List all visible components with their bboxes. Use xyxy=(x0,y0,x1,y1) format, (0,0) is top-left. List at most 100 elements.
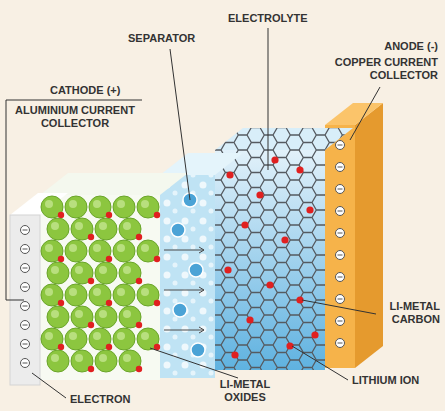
lithium-dot xyxy=(106,256,112,262)
electron-symbol xyxy=(21,359,30,368)
metal-oxide-sphere xyxy=(47,262,69,284)
lithium-ion xyxy=(189,263,203,277)
sphere-highlight xyxy=(45,200,53,208)
electron-symbol xyxy=(21,302,30,311)
sphere-highlight xyxy=(99,354,107,362)
sphere-highlight xyxy=(93,288,101,296)
electron-symbol xyxy=(336,207,345,216)
carbon-top xyxy=(215,128,353,150)
sphere-highlight xyxy=(117,288,125,296)
electron-sign xyxy=(23,344,28,345)
sphere-highlight xyxy=(93,332,101,340)
electron-sign xyxy=(23,287,28,288)
ion-flow-arrow xyxy=(164,287,204,293)
electron-symbol xyxy=(336,141,345,150)
metal-oxide-sphere xyxy=(47,306,69,328)
sphere-highlight xyxy=(75,222,83,230)
lithium-dot xyxy=(58,256,64,262)
metal-oxide-sphere xyxy=(47,350,69,372)
lithium-dot xyxy=(88,234,94,240)
lithium-dot xyxy=(281,236,288,243)
sphere-highlight xyxy=(117,332,125,340)
electron-sign xyxy=(23,325,28,326)
carbon-lattice xyxy=(215,150,325,370)
sphere-highlight xyxy=(93,244,101,252)
sphere-highlight xyxy=(141,244,149,252)
electron-symbol xyxy=(336,185,345,194)
lithium-ion xyxy=(173,303,187,317)
metal-oxide-sphere xyxy=(113,328,135,350)
sphere-highlight xyxy=(99,222,107,230)
electron-symbol xyxy=(21,321,30,330)
part-label: COPPER CURRENT COLLECTOR xyxy=(318,56,438,82)
sphere-highlight xyxy=(51,222,59,230)
electron-symbol xyxy=(21,226,30,235)
electron-symbol xyxy=(21,283,30,292)
lithium-dot xyxy=(224,266,231,273)
metal-oxide-sphere xyxy=(113,284,135,306)
part-label: LI-METAL CARBON xyxy=(380,300,440,326)
sphere-highlight xyxy=(117,244,125,252)
sphere-highlight xyxy=(123,354,131,362)
electron-sign xyxy=(338,255,343,256)
sphere-highlight xyxy=(75,310,83,318)
metal-oxide-sphere xyxy=(65,284,87,306)
metal-oxide-sphere xyxy=(95,218,117,240)
copper-side xyxy=(355,103,383,368)
electron-symbol xyxy=(21,245,30,254)
lithium-dot xyxy=(136,278,142,284)
leader-line xyxy=(170,49,190,200)
anode-top xyxy=(215,128,353,150)
metal-oxide-sphere xyxy=(65,196,87,218)
sphere-highlight xyxy=(123,266,131,274)
lithium-dot xyxy=(88,366,94,372)
lithium-dot xyxy=(58,300,64,306)
anode-layer xyxy=(215,150,325,370)
lithium-dot xyxy=(58,344,64,350)
cathode-top xyxy=(40,173,188,195)
part-label: LITHIUM ION xyxy=(352,374,419,387)
sphere-highlight xyxy=(69,332,77,340)
lithium-dot xyxy=(246,316,253,323)
sphere-highlight xyxy=(69,288,77,296)
electron-sign xyxy=(338,145,343,146)
copper-top xyxy=(325,103,383,125)
metal-oxide-sphere xyxy=(113,196,135,218)
electron-symbol xyxy=(336,339,345,348)
sphere-highlight xyxy=(69,200,77,208)
sphere-highlight xyxy=(51,354,59,362)
electron-symbol xyxy=(336,229,345,238)
electron-sign xyxy=(23,268,28,269)
electron-sign xyxy=(338,233,343,234)
sphere-highlight xyxy=(45,332,53,340)
leader-line xyxy=(32,373,66,398)
electron-sign xyxy=(23,363,28,364)
sphere-highlight xyxy=(141,200,149,208)
sphere-highlight xyxy=(45,288,53,296)
part-label: ANODE (-) xyxy=(360,40,438,53)
lithium-ion xyxy=(191,343,205,357)
sphere-highlight xyxy=(69,244,77,252)
leader-line xyxy=(292,346,348,380)
metal-oxide-sphere xyxy=(95,262,117,284)
sphere-highlight xyxy=(75,266,83,274)
electron-sign xyxy=(23,230,28,231)
lithium-dot xyxy=(271,156,278,163)
sphere-highlight xyxy=(75,354,83,362)
sphere-highlight xyxy=(51,310,59,318)
lithium-dot xyxy=(296,166,303,173)
lithium-dot xyxy=(106,212,112,218)
ion-flow-arrow xyxy=(164,327,204,333)
electron-sign xyxy=(338,321,343,322)
electron-sign xyxy=(338,277,343,278)
lithium-dot xyxy=(241,221,248,228)
lithium-dot xyxy=(58,212,64,218)
lithium-dot xyxy=(226,171,233,178)
metal-oxide-sphere xyxy=(95,350,117,372)
part-label: CATHODE (+) xyxy=(50,84,120,97)
part-label: ELECTRON xyxy=(70,393,131,406)
lithium-dot xyxy=(154,300,160,306)
cathode-layer xyxy=(40,195,160,380)
